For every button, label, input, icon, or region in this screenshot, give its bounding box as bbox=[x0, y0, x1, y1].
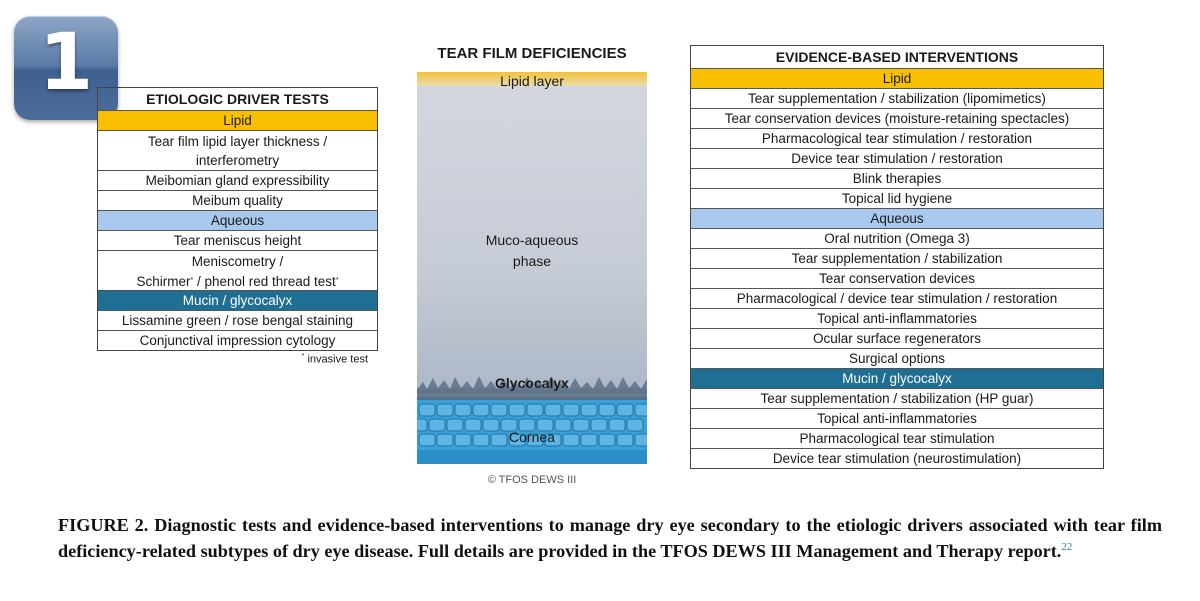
figure-caption: FIGURE 2. Diagnostic tests and evidence-… bbox=[58, 514, 1162, 562]
aqueous-header: Aqueous bbox=[98, 210, 377, 230]
mucin-header: Mucin / glycocalyx bbox=[98, 290, 377, 310]
tear-film-illustration bbox=[417, 72, 647, 464]
glycocalyx-fringe bbox=[417, 376, 647, 394]
lipid-layer-label: Lipid layer bbox=[500, 73, 564, 89]
table-row: Device tear stimulation / restoration bbox=[691, 148, 1103, 168]
evidence-based-interventions-table: EVIDENCE-BASED INTERVENTIONS Lipid Tear … bbox=[690, 45, 1104, 469]
table-row: Meibomian gland expressibility bbox=[98, 170, 377, 190]
badge-number: 1 bbox=[38, 18, 94, 108]
table-row: Meniscometry / Schirmer* / phenol red th… bbox=[98, 250, 377, 290]
table-row: Blink therapies bbox=[691, 168, 1103, 188]
figure-number-badge: 1 bbox=[14, 16, 118, 120]
table-row: Topical lid hygiene bbox=[691, 188, 1103, 208]
footnote: * invasive test bbox=[301, 353, 368, 366]
table-row: Meibum quality bbox=[98, 190, 377, 210]
table-row: Pharmacological tear stimulation bbox=[691, 428, 1103, 448]
mucin-header: Mucin / glycocalyx bbox=[691, 368, 1103, 388]
table-row: Surgical options bbox=[691, 348, 1103, 368]
etiologic-driver-tests-table: ETIOLOGIC DRIVER TESTS Lipid Tear film l… bbox=[97, 87, 378, 351]
table-row: Tear film lipid layer thickness / interf… bbox=[98, 130, 377, 170]
aqueous-header: Aqueous bbox=[691, 208, 1103, 228]
tear-film-diagram: Lipid layer Muco-aqueous phase Glycocaly… bbox=[417, 72, 647, 464]
tear-film-title: TEAR FILM DEFICIENCIES bbox=[437, 45, 627, 62]
table-row: Tear meniscus height bbox=[98, 230, 377, 250]
muco-aqueous-label-line1: Muco-aqueous bbox=[485, 232, 579, 248]
table-row: Tear supplementation / stabilization (HP… bbox=[691, 388, 1103, 408]
caption-text: FIGURE 2. Diagnostic tests and evidence-… bbox=[58, 515, 1162, 561]
lipid-header: Lipid bbox=[691, 68, 1103, 88]
table-row: Topical anti-inflammatories bbox=[691, 408, 1103, 428]
table-row: Device tear stimulation (neurostimulatio… bbox=[691, 448, 1103, 468]
muco-aqueous-label-line2: phase bbox=[512, 253, 552, 269]
table-row: Pharmacological tear stimulation / resto… bbox=[691, 128, 1103, 148]
table-row: Oral nutrition (Omega 3) bbox=[691, 228, 1103, 248]
table-row: Topical anti-inflammatories bbox=[691, 308, 1103, 328]
glycocalyx-label: Glycocalyx bbox=[495, 375, 569, 391]
table-row: Tear supplementation / stabilization (li… bbox=[691, 88, 1103, 108]
table-row: Lissamine green / rose bengal staining bbox=[98, 310, 377, 330]
cornea-label: Cornea bbox=[509, 429, 555, 445]
table-row: Pharmacological / device tear stimulatio… bbox=[691, 288, 1103, 308]
lipid-layer-band bbox=[417, 72, 647, 86]
table-title: ETIOLOGIC DRIVER TESTS bbox=[146, 91, 329, 107]
table-row: Tear supplementation / stabilization bbox=[691, 248, 1103, 268]
table-row: Conjunctival impression cytology bbox=[98, 330, 377, 350]
reference-link[interactable]: 22 bbox=[1061, 541, 1073, 553]
table-title: EVIDENCE-BASED INTERVENTIONS bbox=[775, 49, 1019, 65]
lipid-header: Lipid bbox=[98, 110, 377, 130]
table-row: Tear conservation devices bbox=[691, 268, 1103, 288]
copyright-notice: © TFOS DEWS III bbox=[487, 474, 577, 486]
table-row: Tear conservation devices (moisture-reta… bbox=[691, 108, 1103, 128]
table-row: Ocular surface regenerators bbox=[691, 328, 1103, 348]
cornea-cells bbox=[417, 403, 647, 447]
